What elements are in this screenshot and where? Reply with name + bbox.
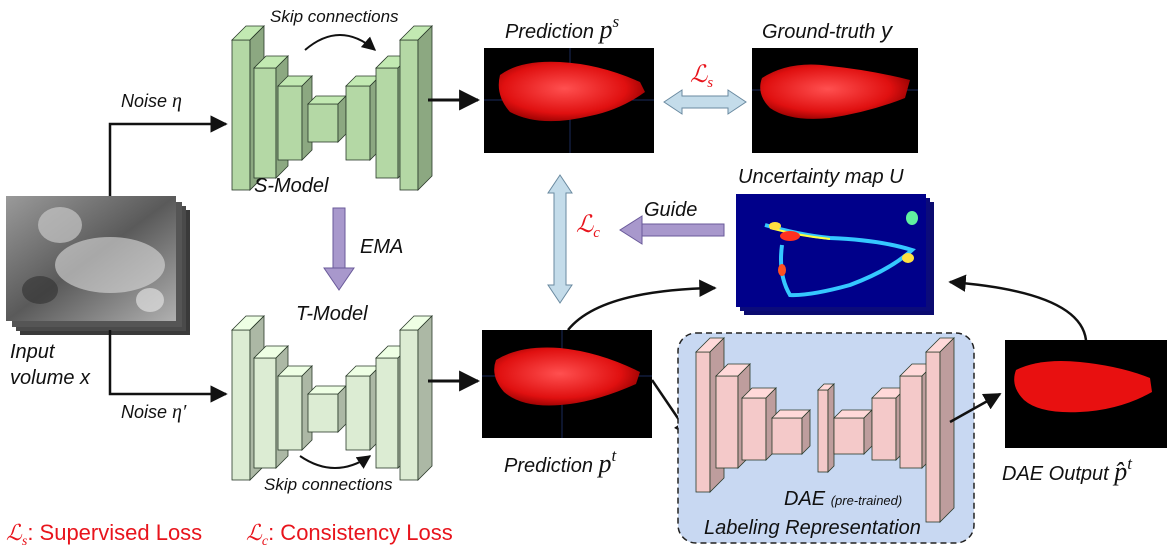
guide-arrow — [619, 215, 725, 245]
input-volume-image — [6, 196, 190, 335]
s-model-label: S-Model — [254, 175, 329, 197]
dae-output-label: DAE Output p̂t — [1002, 454, 1133, 486]
s-model-layer-3 — [277, 75, 313, 161]
skip-arrow-top — [304, 34, 377, 51]
ema-label: EMA — [360, 236, 403, 258]
t-model-layer-4 — [307, 385, 347, 433]
prediction-s-label: Prediction ps — [505, 12, 620, 44]
skip-arrow-bottom — [299, 455, 372, 469]
dae-layer-6 — [833, 409, 873, 455]
supervised-loss-symbol: ℒs — [690, 62, 713, 91]
dae-layer-4 — [771, 409, 811, 455]
dae-label: DAE (pre-trained) — [784, 488, 902, 510]
s-model-layer-7 — [399, 25, 433, 191]
ground-truth-image — [752, 48, 918, 153]
prediction-t-label: Prediction pt — [504, 446, 618, 478]
pred-to-uncertainty-arrow — [567, 279, 717, 331]
noise-top-label: Noise η — [121, 90, 182, 112]
dae-network — [695, 337, 955, 523]
output-to-uncertainty-arrow — [948, 274, 1088, 341]
dae-layer-9 — [925, 337, 955, 523]
input-routing-lines — [108, 115, 228, 403]
guide-label: Guide — [644, 199, 697, 221]
labeling-representation-label: Labeling Representation — [704, 517, 921, 539]
consistency-loss-arrow — [547, 174, 573, 304]
input-label-line1: Input — [10, 341, 56, 363]
t-model-label: T-Model — [296, 303, 368, 325]
skip-connections-bottom-label: Skip connections — [264, 475, 393, 494]
input-label-line2: volume x — [10, 367, 91, 389]
s-model-unet — [231, 25, 433, 191]
ground-truth-label: Ground-truth y — [762, 18, 894, 43]
legend-consistency: ℒc: Consistency Loss — [246, 520, 453, 549]
s-model-layer-5 — [345, 75, 381, 161]
uncertainty-map-label: Uncertainty map U — [738, 166, 904, 188]
consistency-loss-symbol: ℒc — [576, 212, 600, 241]
dae-output-image — [1005, 340, 1167, 448]
t-model-unet — [231, 315, 433, 481]
t-model-layer-7 — [399, 315, 433, 481]
legend-supervised: ℒs: Supervised Loss — [6, 520, 202, 549]
t-model-layer-5 — [345, 365, 381, 451]
prediction-s-image — [484, 48, 654, 153]
noise-bottom-label: Noise η′ — [121, 401, 187, 423]
dae-to-output-arrow — [949, 392, 1002, 424]
skip-connections-top-label: Skip connections — [270, 7, 399, 26]
dae-layer-5 — [817, 383, 835, 473]
supervised-loss-arrow — [663, 89, 747, 115]
s-model-layer-4 — [307, 95, 347, 143]
prediction-t-image — [482, 330, 652, 438]
ema-arrow — [323, 207, 355, 291]
t-model-layer-3 — [277, 365, 313, 451]
dae-layer-3 — [741, 387, 777, 461]
uncertainty-map-image — [736, 194, 934, 315]
